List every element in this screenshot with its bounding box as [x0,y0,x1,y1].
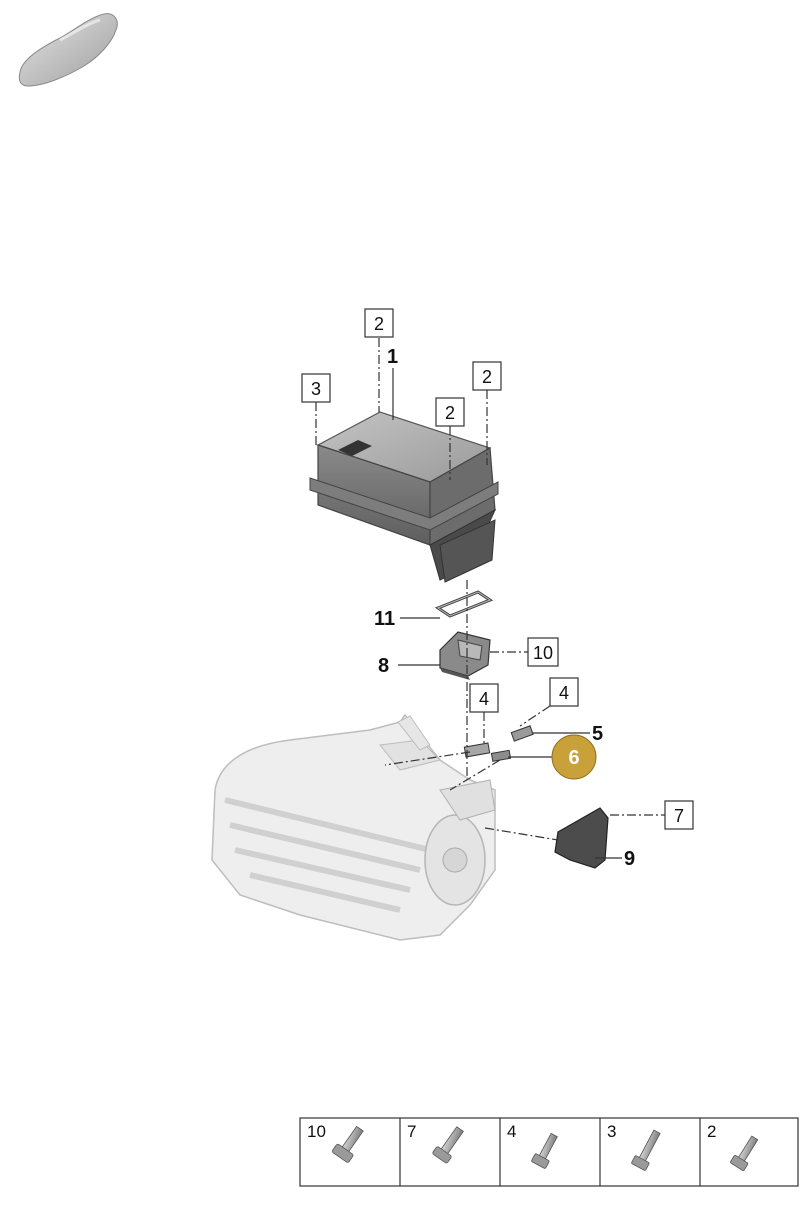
gasket-ring [434,590,494,618]
callout-1: 1 [387,346,398,368]
svg-text:2: 2 [482,367,492,387]
callout-11: 11 [374,608,395,630]
svg-text:2: 2 [374,314,384,334]
cover-plate-part [554,807,609,869]
callout-box-3: 3 [301,373,331,403]
transmission-housing [211,713,496,941]
bolt-icon [531,1132,558,1169]
bolt-icon [631,1129,661,1171]
callout-6-highlight[interactable]: 6 [551,734,597,780]
fastener-legend: 10 7 4 3 [299,1117,799,1187]
leader-lines [315,338,665,859]
callout-5: 5 [592,723,603,745]
bolt-icon [730,1135,759,1171]
svg-text:4: 4 [507,1122,516,1141]
callout-box-4-right: 4 [549,677,579,707]
callout-box-2-right: 2 [472,361,502,391]
bolt-icon [432,1126,464,1164]
svg-text:4: 4 [479,689,489,709]
svg-text:2: 2 [445,403,455,423]
callout-8: 8 [378,655,389,677]
svg-text:3: 3 [311,379,321,399]
svg-text:6: 6 [568,747,579,769]
legend-cell-10: 10 [307,1122,364,1163]
legend-cell-7: 7 [407,1122,464,1164]
callout-box-4-left: 4 [469,683,499,713]
legend-cell-2: 2 [707,1122,759,1171]
callout-box-2-mid: 2 [435,397,465,427]
callout-9: 9 [624,848,635,870]
svg-text:10: 10 [307,1122,326,1141]
callout-box-7: 7 [664,800,694,830]
svg-text:3: 3 [607,1122,616,1141]
screw-part-5 [510,725,534,742]
svg-text:7: 7 [407,1122,416,1141]
svg-text:4: 4 [559,683,569,703]
svg-text:7: 7 [674,806,684,826]
bolt-icon [332,1125,364,1163]
control-unit-housing [309,411,499,583]
plug-part-6 [463,742,512,762]
callout-box-2-top: 2 [364,308,394,338]
legend-cell-4: 4 [507,1122,558,1169]
car-silhouette-icon [18,13,118,87]
svg-text:10: 10 [533,643,553,663]
callout-box-10: 10 [527,637,559,667]
svg-text:2: 2 [707,1122,716,1141]
legend-cell-3: 3 [607,1122,661,1171]
bracket-part [439,631,491,680]
